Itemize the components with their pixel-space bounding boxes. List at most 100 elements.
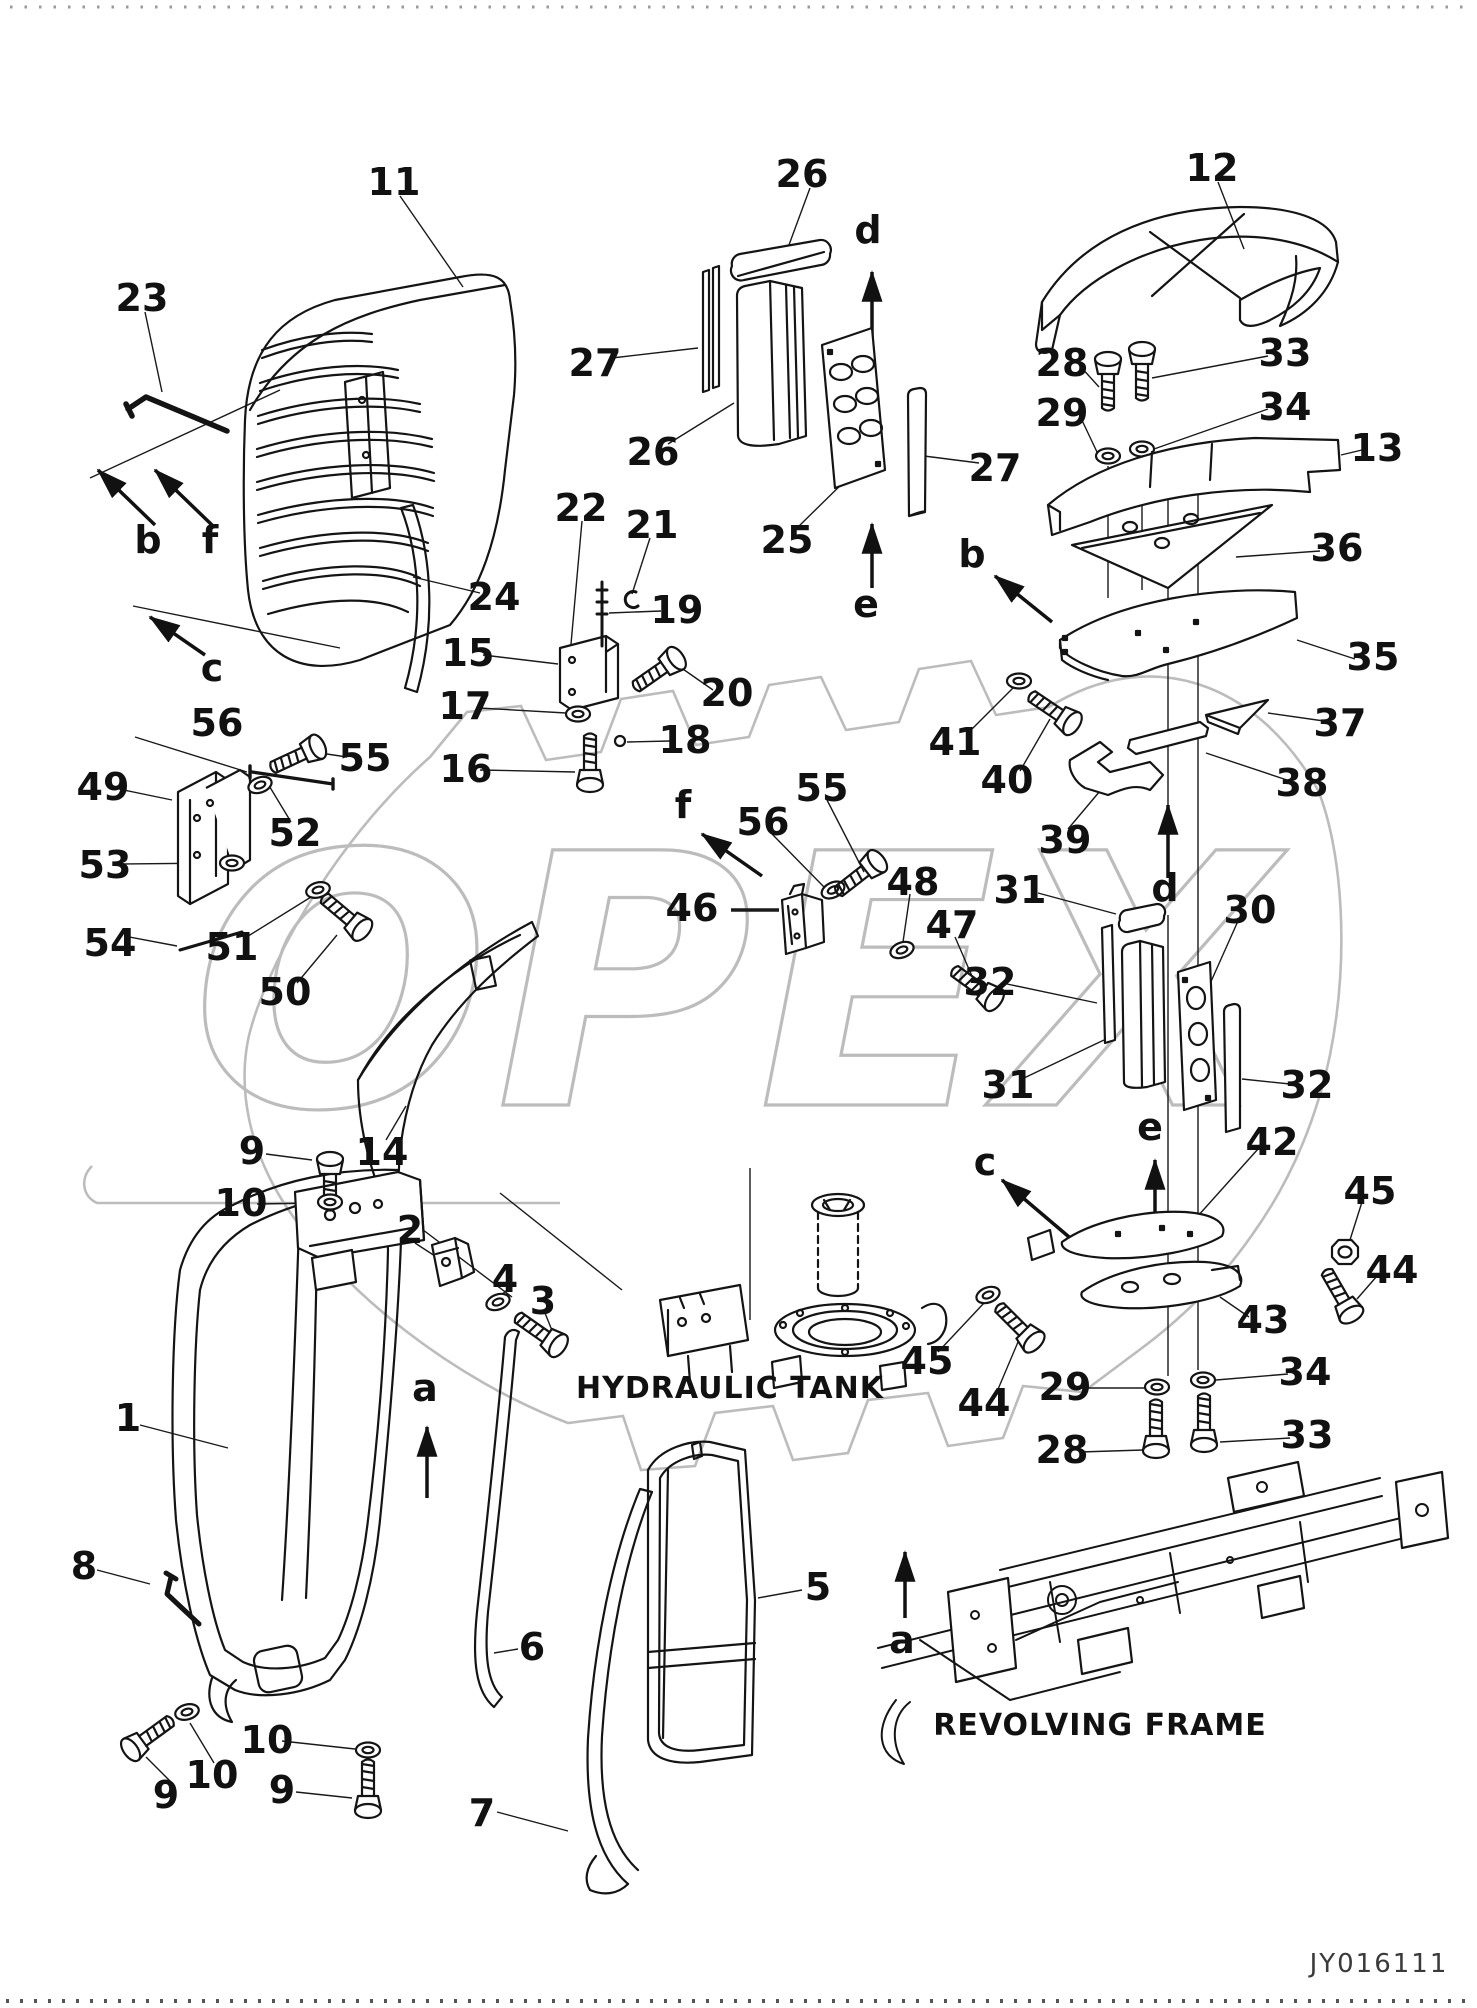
callout-7: 7 bbox=[469, 1791, 495, 1835]
part-13-curved-plate bbox=[1046, 436, 1342, 537]
watermark: OPEX bbox=[83, 659, 1343, 1472]
watermark-gear-chord bbox=[83, 1165, 560, 1205]
watermark-text: OPEX bbox=[192, 780, 1288, 1188]
part-44-bolt-right bbox=[1313, 1262, 1368, 1329]
callout-16: 16 bbox=[440, 747, 493, 791]
part-53-washer bbox=[218, 854, 246, 872]
part-29-washer-low bbox=[1143, 1378, 1171, 1396]
part-36-triangular-plate bbox=[1070, 503, 1274, 590]
part-41-washer bbox=[1005, 672, 1033, 690]
callout-13: 13 bbox=[1351, 426, 1404, 470]
drawing-number: JY016111 bbox=[1308, 1949, 1449, 1979]
arrow-f-mid bbox=[700, 832, 764, 878]
callout-41: 41 bbox=[929, 720, 982, 764]
revolving-frame-drawing bbox=[877, 1460, 1450, 1765]
callout-d: d bbox=[1151, 866, 1178, 910]
part-52-pin bbox=[248, 764, 335, 791]
part-18-ball bbox=[613, 734, 627, 748]
callout-9: 9 bbox=[153, 1773, 179, 1817]
part-19-pin bbox=[595, 580, 609, 648]
callout-10: 10 bbox=[186, 1753, 239, 1797]
part-9-bolt-mid bbox=[353, 1758, 383, 1820]
callout-50: 50 bbox=[259, 970, 312, 1014]
part-5-cover-panel bbox=[646, 1440, 757, 1764]
callout-53: 53 bbox=[79, 843, 132, 887]
callout-a: a bbox=[889, 1618, 915, 1662]
callout-44: 44 bbox=[958, 1381, 1011, 1425]
callout-32: 32 bbox=[964, 960, 1017, 1004]
callout-55: 55 bbox=[339, 736, 392, 780]
callout-d: d bbox=[854, 208, 881, 252]
part-17-washer bbox=[564, 705, 592, 723]
hydraulic-tank-drawing bbox=[658, 1192, 948, 1392]
callout-a: a bbox=[412, 1366, 438, 1410]
arrow-b-right bbox=[993, 574, 1054, 624]
callout-51: 51 bbox=[206, 925, 259, 969]
callout-38: 38 bbox=[1276, 761, 1329, 805]
callout-24: 24 bbox=[468, 575, 521, 619]
part-7-trim-strip bbox=[585, 1487, 654, 1895]
part-11-grille-cover bbox=[242, 273, 517, 668]
callout-12: 12 bbox=[1186, 146, 1239, 190]
part-45-nut-right bbox=[1330, 1238, 1360, 1266]
callout-27: 27 bbox=[969, 446, 1022, 490]
part-25-plate bbox=[820, 326, 887, 490]
part-21-clip bbox=[623, 590, 640, 610]
callout-6: 6 bbox=[519, 1625, 545, 1669]
callout-20: 20 bbox=[701, 671, 754, 715]
callout-26: 26 bbox=[776, 152, 829, 196]
callout-35: 35 bbox=[1347, 635, 1400, 679]
part-39-notched-bracket bbox=[1068, 740, 1165, 797]
part-43-plate bbox=[1080, 1260, 1243, 1310]
callout-10: 10 bbox=[241, 1718, 294, 1762]
part-31-strip bbox=[1100, 923, 1117, 1045]
part-35-curved-plate bbox=[1058, 589, 1299, 682]
callout-8: 8 bbox=[71, 1544, 97, 1588]
part-9-bolt-left bbox=[116, 1707, 181, 1766]
callout-29: 29 bbox=[1036, 391, 1089, 435]
callout-23: 23 bbox=[116, 276, 169, 320]
callout-31: 31 bbox=[982, 1063, 1035, 1107]
part-32-strip-right bbox=[1222, 1002, 1242, 1134]
part-46-latch bbox=[780, 882, 826, 956]
callout-43: 43 bbox=[1237, 1298, 1290, 1342]
part-42-plate bbox=[1026, 1210, 1225, 1262]
part-33-bolt-top bbox=[1127, 340, 1157, 402]
part-55-bolt-left bbox=[264, 730, 331, 782]
callout-15: 15 bbox=[442, 631, 495, 675]
callout-28: 28 bbox=[1036, 1428, 1089, 1472]
part-44-bolt-left bbox=[987, 1295, 1050, 1358]
callout-5: 5 bbox=[805, 1565, 831, 1609]
part-38-flat-bar bbox=[1126, 720, 1210, 756]
callout-2: 2 bbox=[397, 1208, 423, 1252]
callout-31: 31 bbox=[994, 868, 1047, 912]
callout-f: f bbox=[202, 518, 219, 562]
part-10-washer-upper bbox=[316, 1193, 344, 1211]
callout-33: 33 bbox=[1259, 331, 1312, 375]
part-2-bracket bbox=[430, 1236, 476, 1288]
arrow-b-left bbox=[96, 468, 157, 527]
callout-46: 46 bbox=[666, 886, 719, 930]
callout-48: 48 bbox=[887, 860, 940, 904]
part-31-filter-element bbox=[1120, 939, 1167, 1089]
callout-3: 3 bbox=[530, 1279, 556, 1323]
callout-49: 49 bbox=[77, 765, 130, 809]
part-26-seal-strip-top bbox=[729, 238, 832, 282]
callout-c: c bbox=[201, 646, 224, 690]
callout-39: 39 bbox=[1039, 818, 1092, 862]
callout-34: 34 bbox=[1279, 1350, 1332, 1394]
part-10-washer-left bbox=[172, 1700, 202, 1724]
callout-36: 36 bbox=[1311, 526, 1364, 570]
part-12-roof-cover bbox=[1034, 205, 1340, 354]
part-29-washer-top bbox=[1094, 447, 1122, 465]
callout-29: 29 bbox=[1039, 1365, 1092, 1409]
part-16-bolt bbox=[575, 732, 605, 794]
callout-28: 28 bbox=[1036, 341, 1089, 385]
callout-c: c bbox=[974, 1140, 997, 1184]
part-15-hinge-bracket bbox=[558, 634, 620, 712]
callout-56: 56 bbox=[191, 701, 244, 745]
part-54-pin bbox=[178, 930, 244, 952]
